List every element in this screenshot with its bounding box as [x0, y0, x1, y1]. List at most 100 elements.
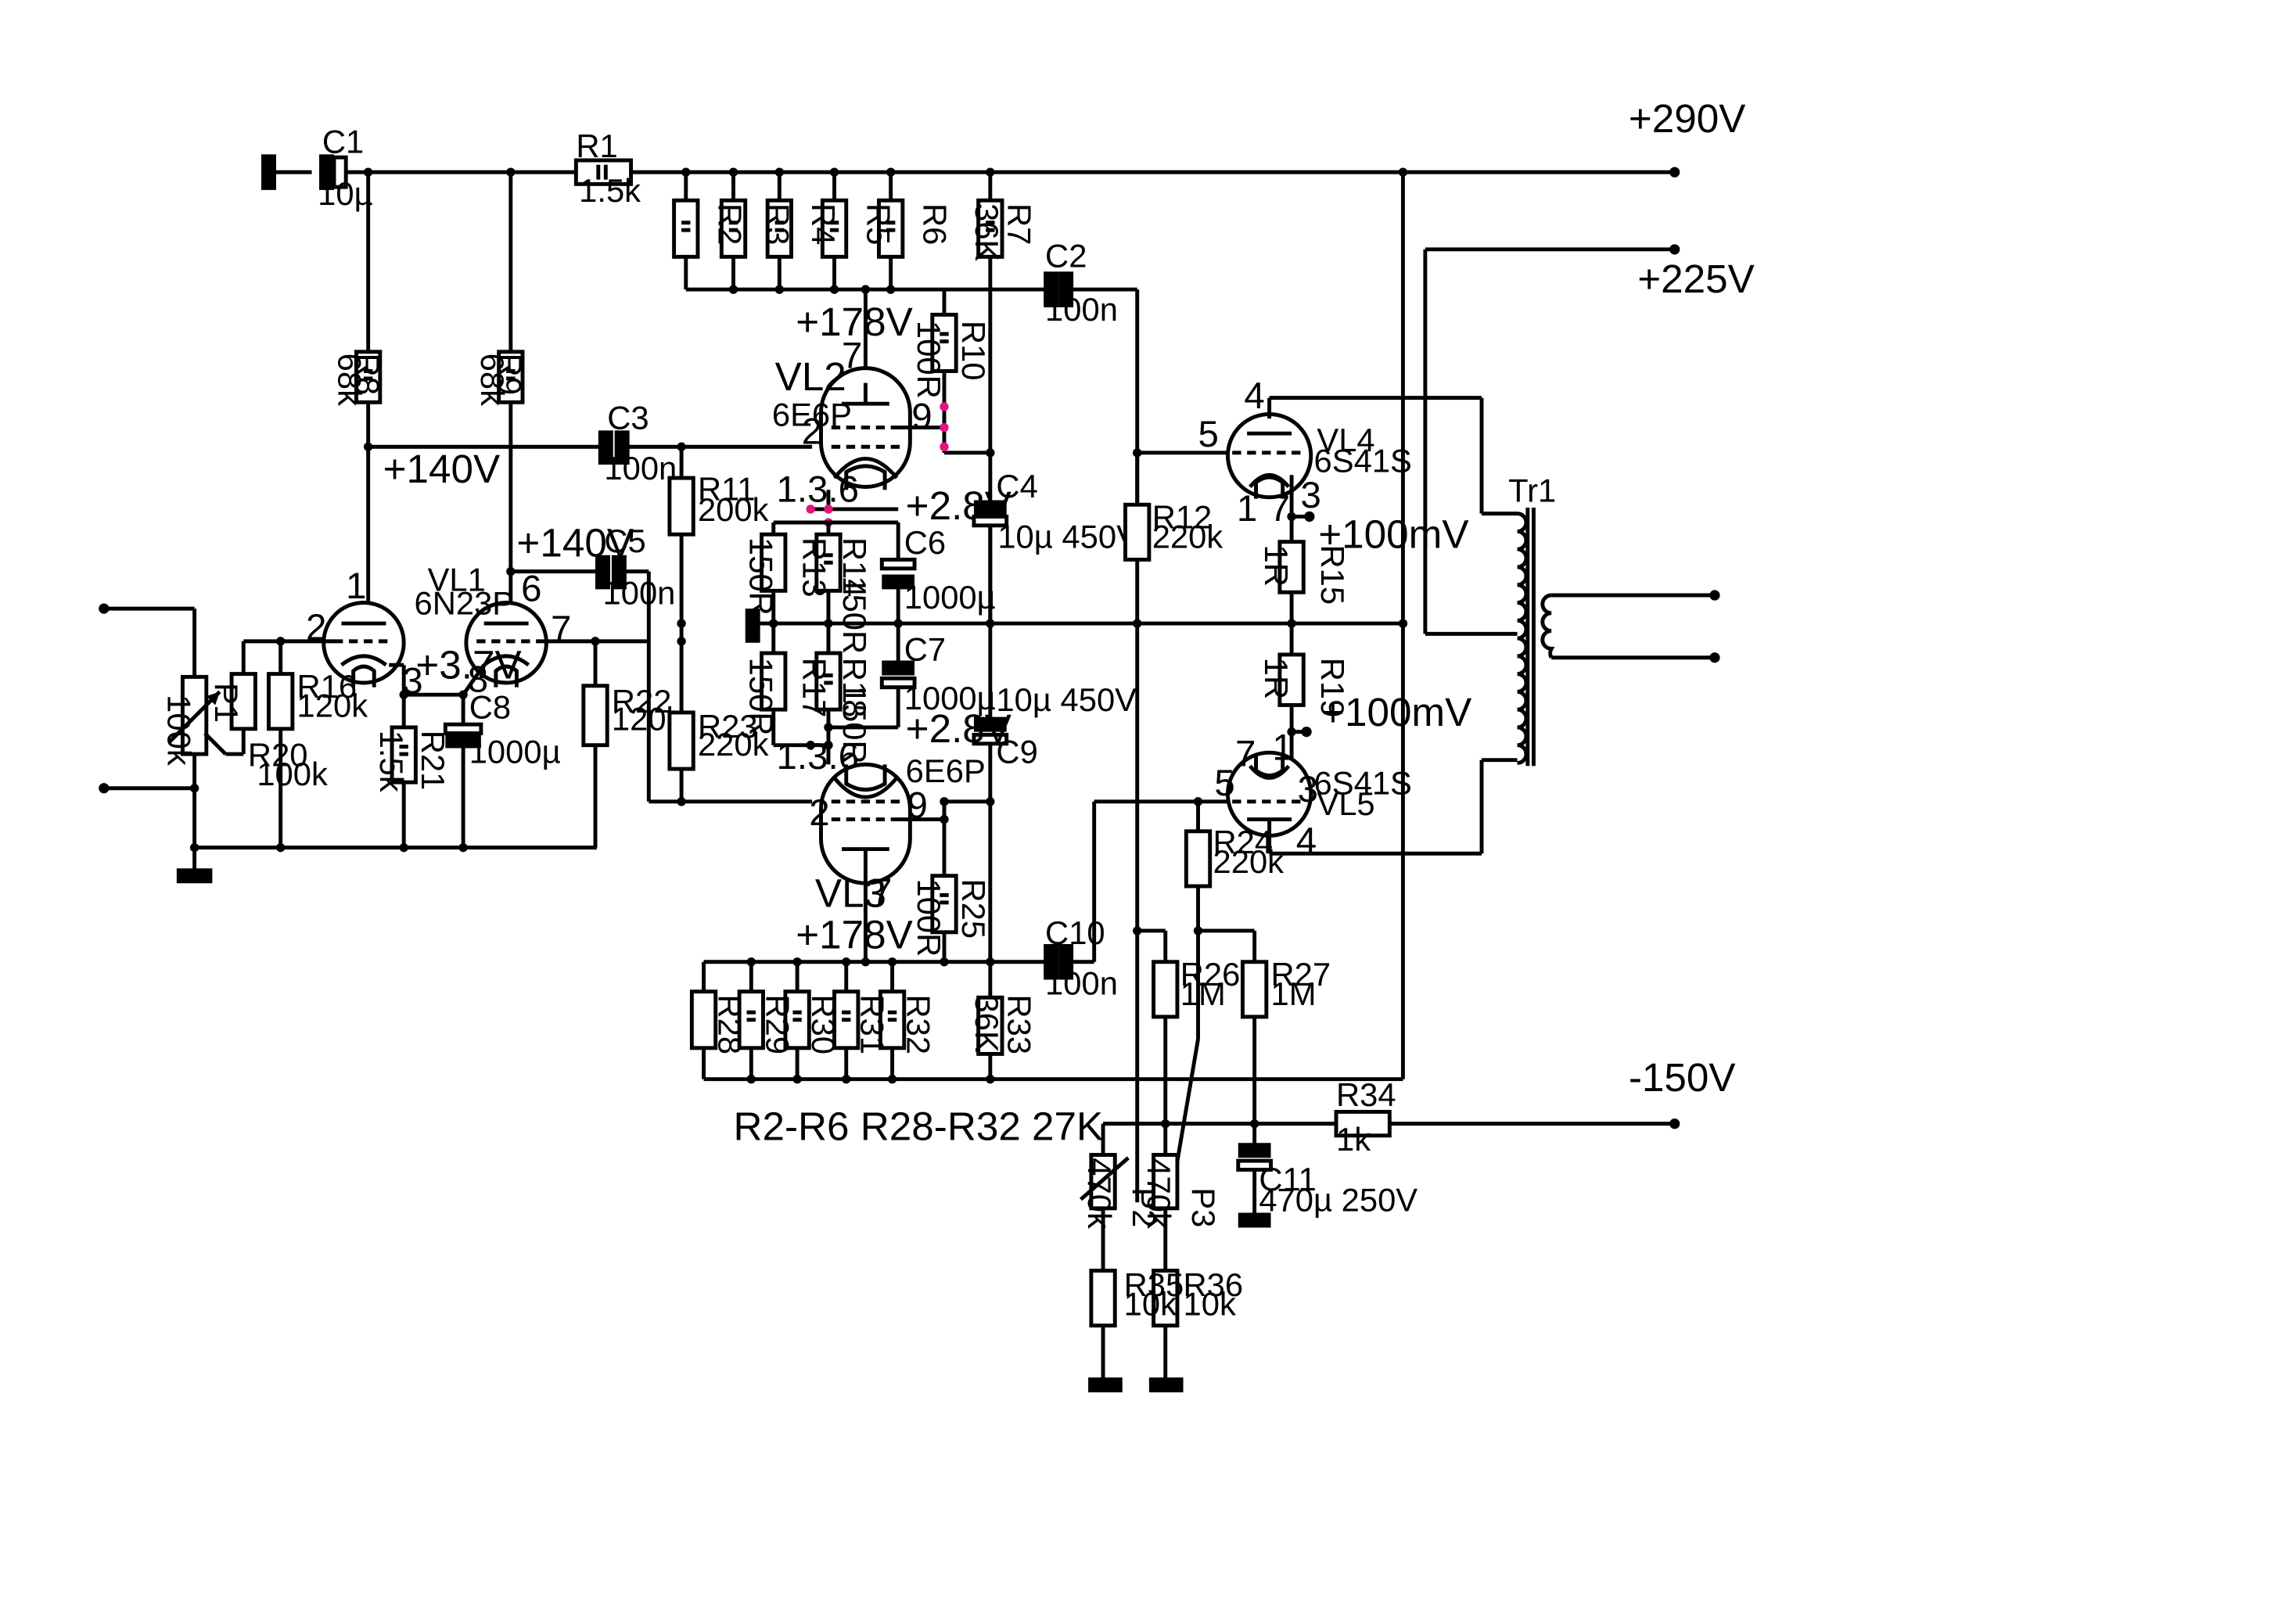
- vl1-pin-8: 8: [468, 659, 488, 700]
- r11-value: 200k: [698, 491, 769, 528]
- r11-name: R11: [698, 471, 756, 508]
- transformer-label: Tr1: [1508, 472, 1556, 508]
- vl4-pin-4: 4: [1244, 375, 1264, 417]
- output-transformer: [1482, 508, 1720, 767]
- coupling-caps-c3-c5: [595, 430, 813, 806]
- r34-name: R34: [1336, 1076, 1396, 1113]
- r32-name: R32: [900, 995, 937, 1055]
- voltage-178v-a: +178V: [796, 300, 913, 344]
- vl2-pin-7: 7: [842, 336, 862, 377]
- c9-value: 10µ 450V: [996, 681, 1137, 718]
- c6-name: C6: [904, 524, 946, 561]
- c8-name: C8: [469, 689, 511, 726]
- c1-value: 10µ: [318, 175, 373, 212]
- r21-value: 1.5k: [373, 731, 410, 792]
- r35-value: 10k: [1124, 1285, 1177, 1322]
- r20-name: R20: [248, 736, 308, 773]
- r18-name: R18: [836, 658, 873, 718]
- c11-value: 470µ 250V: [1259, 1182, 1417, 1219]
- r14-value: 150R: [836, 576, 873, 654]
- c3-name: C3: [607, 399, 649, 436]
- voltage-140v-a: +140V: [383, 447, 501, 491]
- voltage-100mv-b: +100mV: [1321, 690, 1471, 734]
- voltage-3-7v: +3.7V: [415, 642, 521, 687]
- r26-name: R26: [1180, 956, 1241, 993]
- r4-name: R4: [805, 203, 842, 245]
- vl5-pin-3: 3: [1298, 769, 1318, 810]
- c7-name: C7: [904, 631, 946, 668]
- r15-name: R15: [1314, 544, 1351, 605]
- r5-name: R5: [860, 203, 896, 245]
- vl4-pin-3: 3: [1300, 475, 1320, 516]
- r33-name: R33: [1001, 995, 1038, 1055]
- r27-value: 1M: [1271, 975, 1317, 1012]
- c5-name: C5: [604, 522, 645, 559]
- rail-label-290v: +290V: [1629, 96, 1746, 141]
- r9-value: 68k: [474, 354, 511, 406]
- vl4-type: 6S41S: [1314, 443, 1412, 479]
- c3-value: 100n: [604, 450, 677, 487]
- r20-value: 100k: [257, 756, 328, 792]
- vl5-type: 6S41S: [1314, 764, 1412, 801]
- c2-value: 100n: [1045, 291, 1118, 328]
- r12-name: R12: [1152, 499, 1213, 536]
- vl1-pin-1: 1: [346, 566, 366, 607]
- r27-name: R27: [1271, 956, 1331, 993]
- r17-name: R17: [796, 658, 833, 718]
- r16-name: R16: [297, 668, 358, 705]
- vl3-type: 6E6P: [906, 752, 986, 789]
- vl2-name: VL2: [775, 354, 846, 399]
- resistor-r22: [581, 641, 609, 848]
- r19-name: R19: [1314, 658, 1351, 718]
- r24-name: R24: [1213, 824, 1274, 860]
- tube-vl5: [1184, 750, 1484, 931]
- tube-vl3: [819, 762, 995, 962]
- vl1-pin-3: 3: [402, 660, 422, 702]
- r25-value: 100R: [911, 878, 947, 957]
- vl4-name: VL4: [1317, 422, 1374, 458]
- r7-value: 36K: [968, 203, 1005, 261]
- r10-value: 100R: [911, 321, 947, 399]
- vl2-pin-9: 9: [911, 396, 932, 437]
- vl1-type: 6N23P: [414, 585, 514, 622]
- r23-name: R23: [698, 708, 758, 745]
- p3-name: P3: [1185, 1187, 1222, 1227]
- capacitor-c10: [1044, 799, 1233, 980]
- c4-name: C4: [996, 468, 1037, 504]
- r18-value: 150R: [836, 686, 873, 764]
- voltage-178v-b: +178V: [796, 913, 913, 957]
- r10-name: R10: [955, 321, 992, 381]
- r30-name: R30: [805, 995, 842, 1055]
- vl2-type: 6E6P: [772, 397, 852, 433]
- r7-name: R7: [1001, 203, 1038, 245]
- r1-value: 1.5k: [579, 172, 641, 209]
- vl2-pin-136: 1.3.6: [777, 469, 860, 510]
- r22-name: R22: [612, 683, 672, 720]
- p2-value: 470k: [1081, 1158, 1118, 1229]
- capacitors-c4-c9: [972, 500, 1009, 998]
- r33-value: 36K: [968, 995, 1005, 1053]
- r9-name: R9: [492, 354, 529, 395]
- r6-name: R6: [916, 203, 953, 245]
- vl3-name: VL3: [815, 871, 886, 916]
- vl1-pin-7: 7: [551, 609, 571, 650]
- c4-value: 10µ 450V: [997, 518, 1138, 555]
- tube-vl1: [243, 172, 649, 848]
- r3-name: R3: [759, 203, 796, 245]
- p1-name: P1: [208, 683, 245, 723]
- p2-name: P2: [1126, 1187, 1162, 1227]
- r19-value: 1R: [1258, 658, 1295, 699]
- r13-value: 150R: [742, 537, 779, 616]
- r2-name: R2: [712, 203, 749, 245]
- r8-value: 68k: [332, 354, 368, 406]
- cathode-resistors-r15-r19: [1277, 540, 1312, 775]
- c10-value: 100n: [1045, 965, 1118, 1002]
- vl5-pin-7: 7: [1235, 733, 1256, 774]
- r23-value: 220k: [698, 726, 769, 763]
- rail-label-neg150v: -150V: [1629, 1055, 1736, 1100]
- vl1-pin-6: 6: [521, 569, 541, 610]
- r15-value: 1R: [1258, 544, 1295, 586]
- vl3-pin-7: 7: [871, 871, 892, 913]
- grid-resistors-r11-r23: [667, 447, 695, 802]
